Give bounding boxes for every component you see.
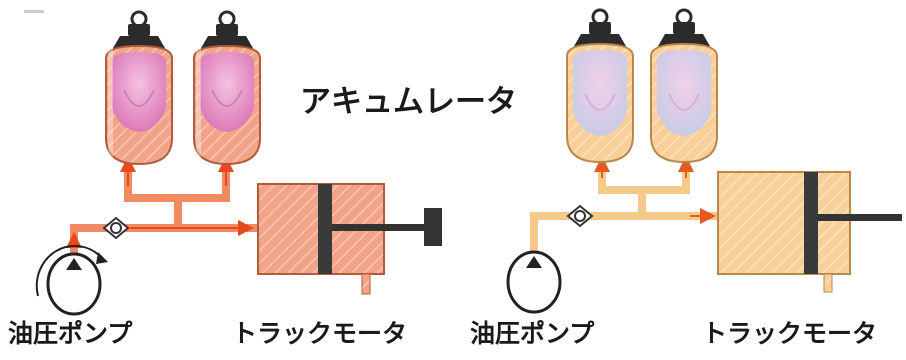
accumulator-icon [566,8,634,164]
right-system [506,8,902,314]
track-motor-icon [257,183,442,295]
accumulator-label: アキュムレータ [300,84,517,120]
right-pump-label: 油圧ポンプ [470,319,595,348]
check-valve-icon [566,204,594,228]
track-motor-icon [717,171,902,293]
accumulator-icon [105,10,173,166]
right-motor-label: トラックモータ [702,319,878,348]
left-motor-label: トラックモータ [232,319,408,348]
left-system [35,10,442,316]
corner-mark [24,10,44,13]
left-pump-label: 油圧ポンプ [8,319,133,348]
check-valve-icon [102,216,130,240]
accumulator-icon [193,10,261,166]
left-pipes [70,156,258,258]
accumulator-icon [650,8,718,164]
rotation-arrow-icon [35,244,108,297]
right-pipes [530,156,718,252]
pump-icon [506,250,562,314]
pump-icon [46,252,102,316]
